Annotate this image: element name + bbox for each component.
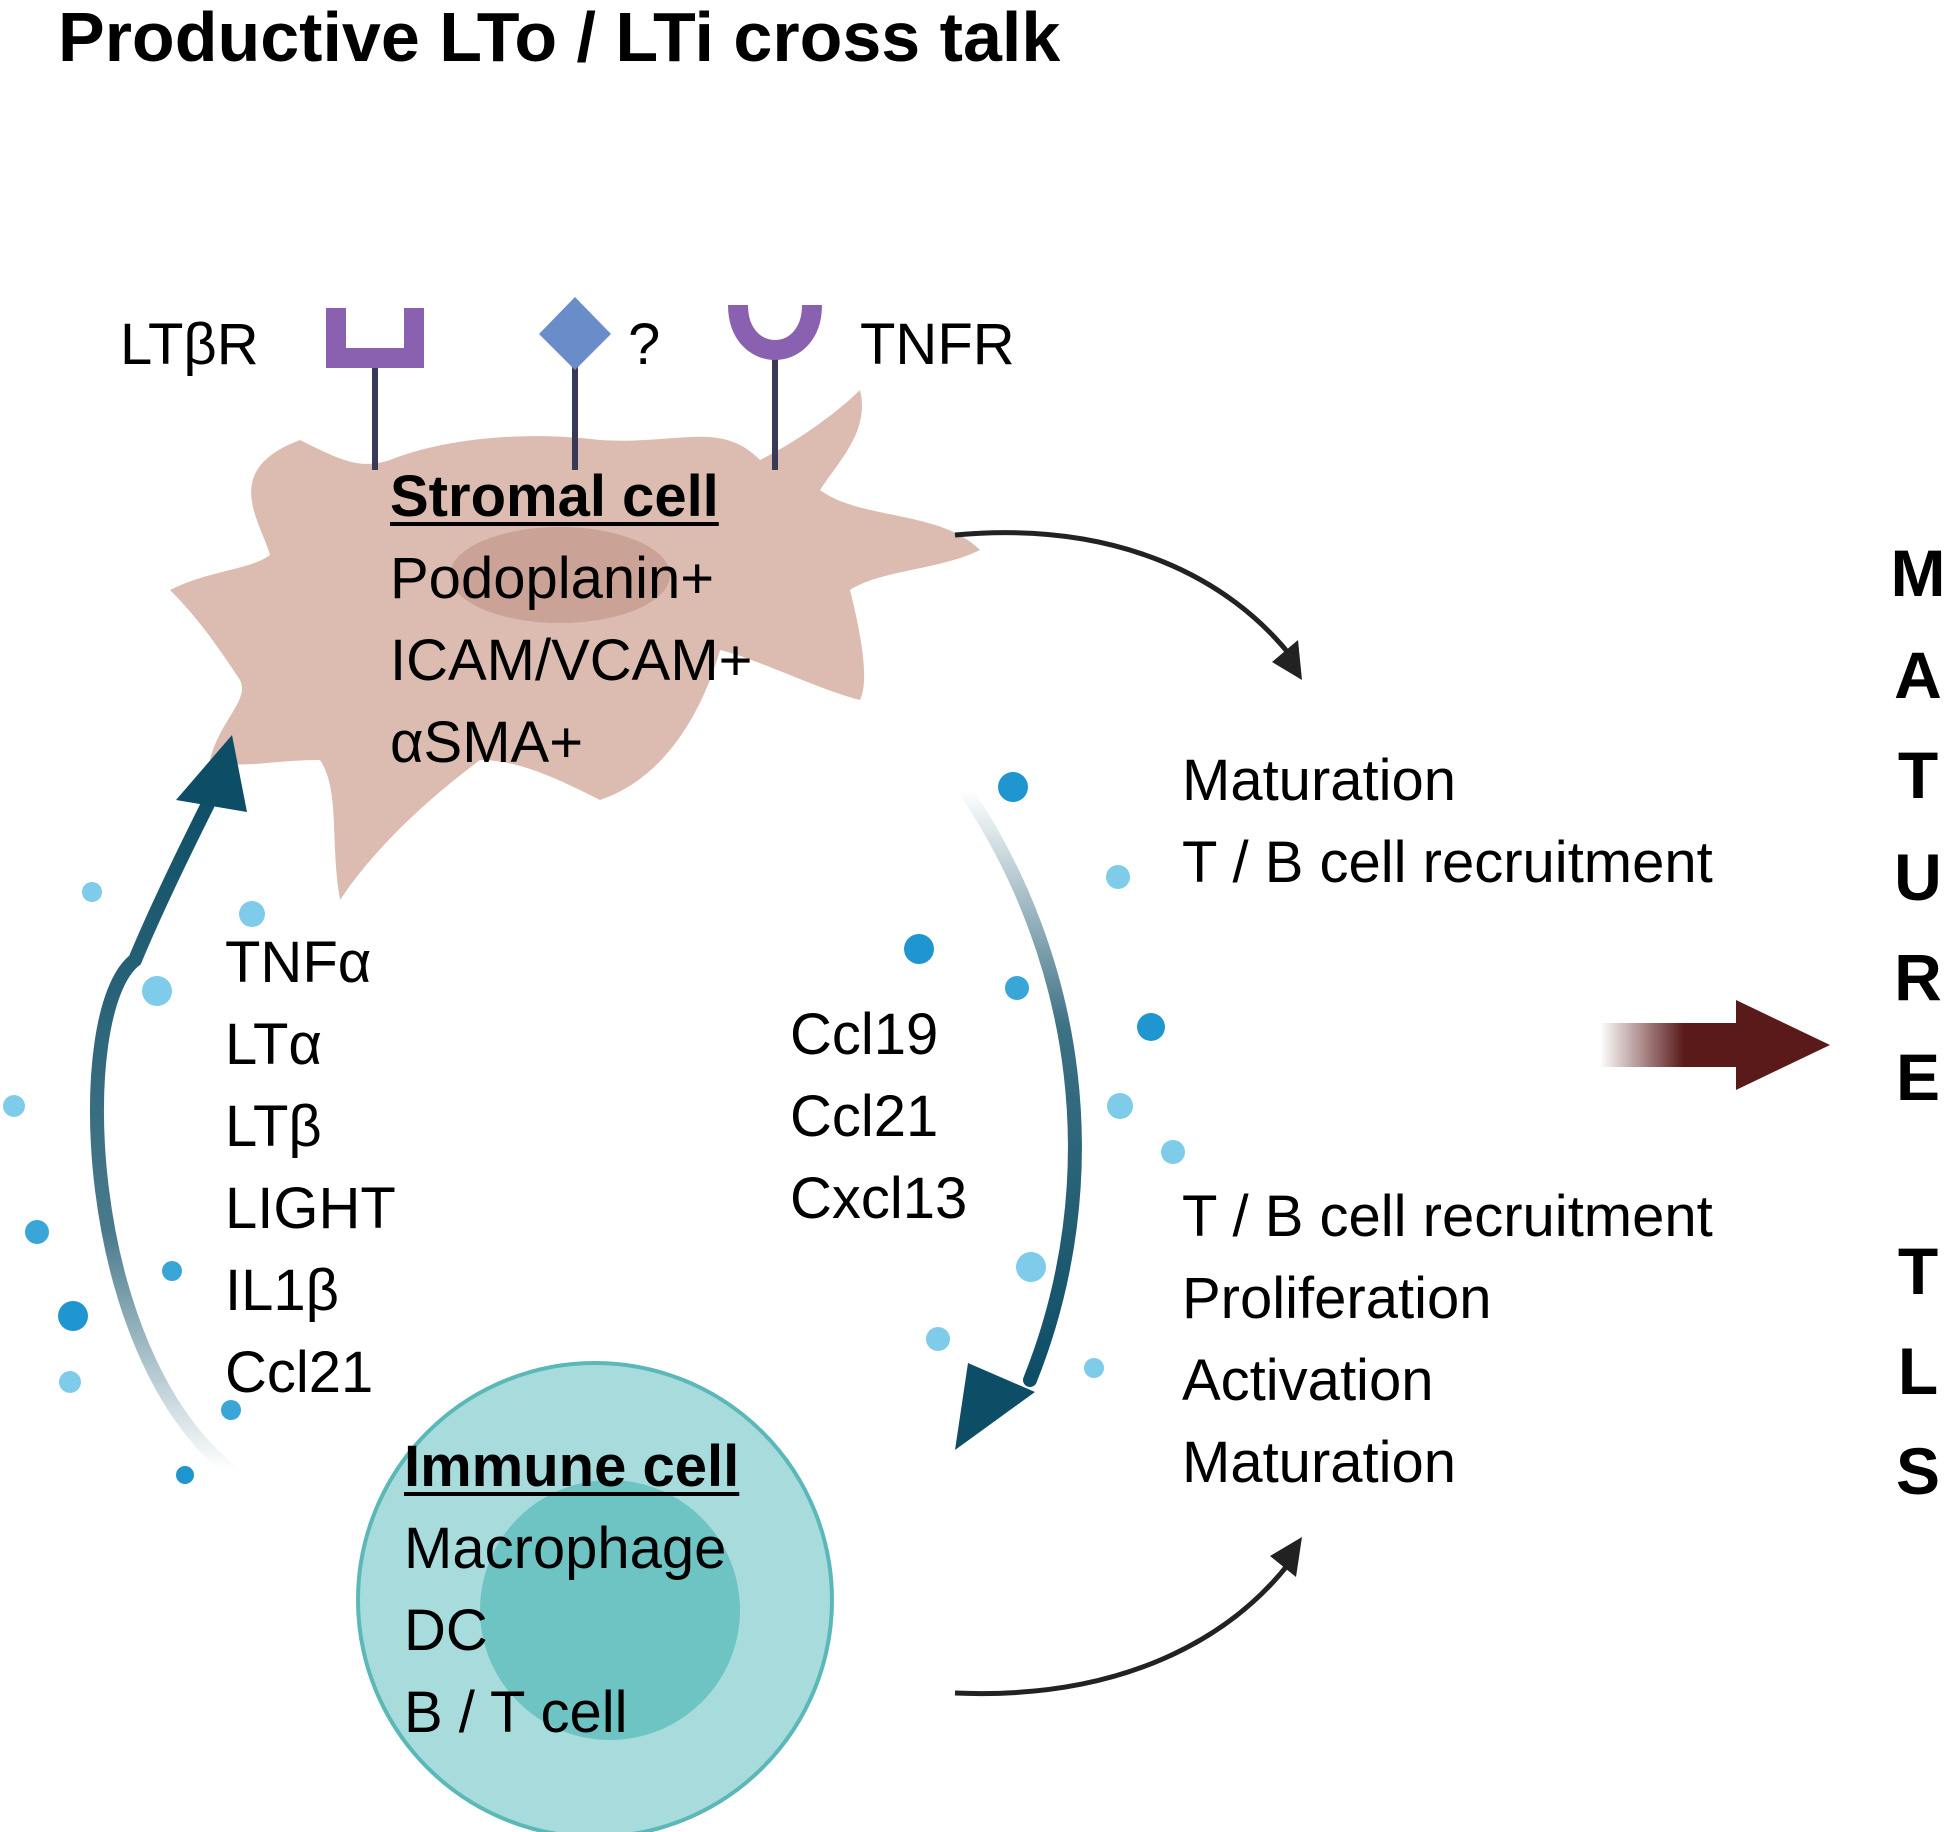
immune-outcome-list: T / B cell recruitment Proliferation Act… xyxy=(1182,1176,1713,1504)
stromal-marker: ICAM/VCAM+ xyxy=(390,628,753,693)
immune-cell-type: DC xyxy=(404,1598,488,1663)
chemokine-dot xyxy=(998,772,1028,802)
stromal-outcome-arrow-head xyxy=(1272,640,1302,680)
chemokine-dot xyxy=(176,1466,194,1484)
stromal-outcome-list: Maturation T / B cell recruitment xyxy=(1182,740,1713,904)
cycle-arrow-left-head xyxy=(176,735,247,812)
stromal-to-immune-signal-list: Ccl19 Ccl21 Cxcl13 xyxy=(790,994,967,1240)
result-letter: T xyxy=(1897,1234,1939,1308)
outcome-item: Activation xyxy=(1182,1348,1434,1413)
outcome-item: Maturation xyxy=(1182,1430,1457,1495)
immune-outcome-arrow xyxy=(954,1560,1292,1697)
ltbr-label: LTβR xyxy=(120,312,259,377)
immune-cell-type: B / T cell xyxy=(404,1680,628,1745)
result-arrow-head xyxy=(1736,1000,1830,1090)
chemokine-dots xyxy=(3,772,1185,1484)
diagram-title: Productive LTo / LTi cross talk xyxy=(58,0,1061,76)
signal-item: IL1β xyxy=(225,1258,339,1323)
unknown-receptor-label: ? xyxy=(628,312,661,377)
chemokine-dot xyxy=(58,1301,88,1331)
ltbr-receptor-icon xyxy=(326,308,424,470)
stromal-cell-text: Stromal cell Podoplanin+ ICAM/VCAM+ αSMA… xyxy=(390,456,753,784)
result-letter: U xyxy=(1894,840,1942,914)
stromal-cell-header: Stromal cell xyxy=(390,464,719,529)
immune-outcome-arrow-head xyxy=(1270,1537,1302,1577)
chemokine-dot xyxy=(1106,865,1130,889)
outcome-item: T / B cell recruitment xyxy=(1182,1184,1713,1249)
chemokine-dot xyxy=(1084,1358,1104,1378)
immune-to-stromal-signal-list: TNFα LTα LTβ LIGHT IL1β Ccl21 xyxy=(225,922,396,1414)
signal-item: TNFα xyxy=(225,930,372,995)
cycle-arrow-right-head xyxy=(955,1363,1035,1450)
chemokine-dot xyxy=(162,1261,182,1281)
cycle-arrow-right xyxy=(958,783,1082,1387)
chemokine-item: Ccl21 xyxy=(790,1084,939,1149)
result-letter: R xyxy=(1894,940,1942,1014)
immune-cell-header: Immune cell xyxy=(404,1434,740,1499)
result-letter: T xyxy=(1897,738,1939,812)
chemokine-dot xyxy=(239,901,265,927)
stromal-outcome-arrow xyxy=(954,530,1292,657)
chemokine-item: Ccl19 xyxy=(790,1002,939,1067)
outcome-item: Proliferation xyxy=(1182,1266,1492,1331)
signal-item: LTβ xyxy=(225,1094,322,1159)
chemokine-dot xyxy=(1161,1140,1185,1164)
tnfr-receptor-icon xyxy=(728,304,822,470)
chemokine-dot xyxy=(1107,1093,1133,1119)
chemokine-dot xyxy=(142,976,172,1006)
result-letter: A xyxy=(1894,638,1942,712)
stromal-cell-body xyxy=(170,390,980,900)
immune-cell-text: Immune cell Macrophage DC B / T cell xyxy=(404,1426,739,1754)
result-letter: M xyxy=(1890,536,1946,610)
signal-item: LTα xyxy=(225,1012,322,1077)
stromal-marker: Podoplanin+ xyxy=(390,546,715,611)
chemokine-dot xyxy=(25,1220,49,1244)
chemokine-dot xyxy=(926,1327,950,1351)
stromal-marker: αSMA+ xyxy=(390,710,584,775)
signal-item: LIGHT xyxy=(225,1176,396,1241)
signal-item: Ccl21 xyxy=(225,1340,374,1405)
immune-cell-nucleus xyxy=(480,1480,740,1740)
result-letter: S xyxy=(1895,1434,1941,1508)
chemokine-dot xyxy=(1016,1252,1046,1282)
outcome-item: Maturation xyxy=(1182,748,1457,813)
cycle-arrow-left xyxy=(89,783,237,1477)
outcome-item: T / B cell recruitment xyxy=(1182,830,1713,895)
unknown-receptor-icon xyxy=(539,297,611,470)
chemokine-dot xyxy=(3,1095,25,1117)
stromal-nucleus xyxy=(450,527,670,623)
tnfr-label: TNFR xyxy=(860,312,1015,377)
chemokine-dot xyxy=(1137,1013,1165,1041)
chemokine-item: Cxcl13 xyxy=(790,1166,968,1231)
result-arrow-shaft xyxy=(1600,1023,1740,1067)
chemokine-dot xyxy=(82,882,102,902)
result-letter: E xyxy=(1895,1040,1941,1114)
immune-cell-type: Macrophage xyxy=(404,1516,727,1581)
chemokine-dot xyxy=(221,1400,241,1420)
chemokine-dot xyxy=(904,934,934,964)
chemokine-dot xyxy=(1005,976,1029,1000)
result-letter: L xyxy=(1897,1334,1939,1408)
chemokine-dot xyxy=(59,1371,81,1393)
